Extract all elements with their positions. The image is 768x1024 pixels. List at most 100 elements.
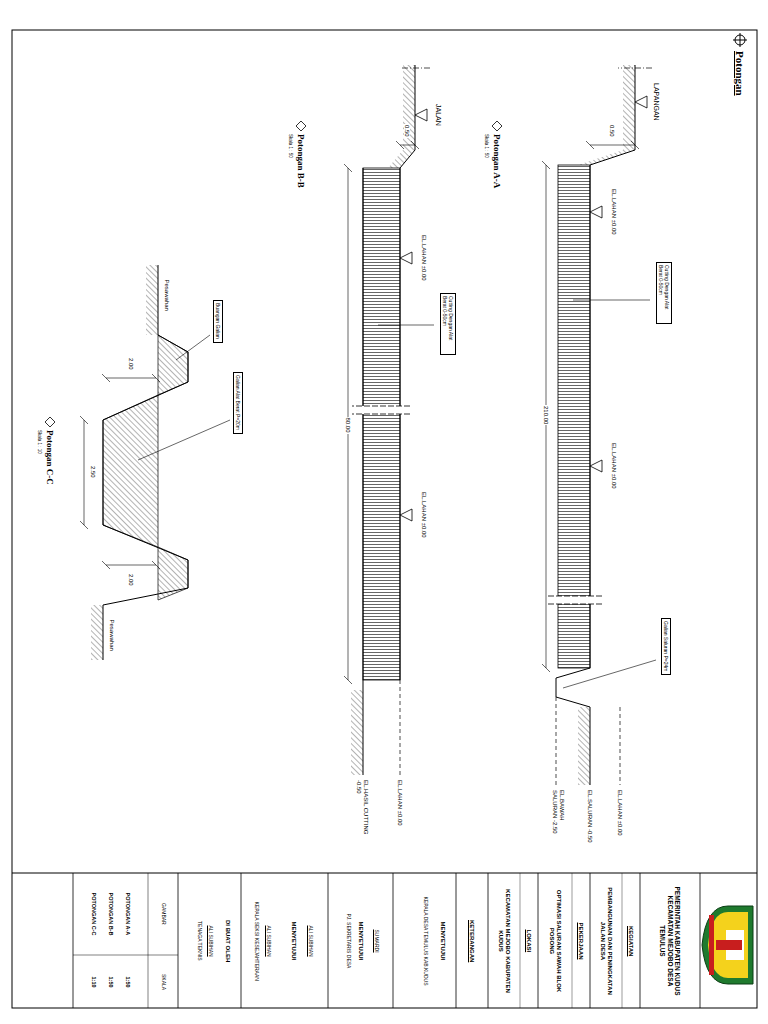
section-c-c-part [158, 547, 188, 600]
table-cell: SKALA [160, 973, 166, 991]
signatory-name: ALI SUBIHAN [207, 925, 213, 958]
section-b-b-part [354, 406, 408, 414]
section-c-c-part [102, 374, 110, 382]
elevation-label: EL.LAHAN ±0.00 [611, 442, 618, 490]
title-block-heading: LOKASI [526, 929, 533, 954]
section-b-b-part [296, 121, 306, 131]
approval-heading: MENYETUJUI [291, 921, 298, 962]
section-a-a-part [631, 141, 639, 149]
section-a-a-part [542, 161, 550, 169]
section-a-a-part [578, 65, 635, 165]
title-block-heading: KEGIATAN [628, 925, 635, 957]
section-c-c-part [152, 374, 160, 382]
title-block-grid-part [73, 955, 178, 956]
sheet-frame-part [12, 30, 757, 1008]
callout-text: Galian Saluran P=24m [663, 621, 669, 672]
elevation-label: EL.LAHAN ±0.00 [421, 491, 428, 539]
section-c-c-part [80, 416, 88, 424]
level-label: JALAN [434, 103, 442, 127]
area-label: Pesawahan [109, 619, 116, 652]
scale-note: Skala 1 : 50 [484, 133, 489, 159]
callout-box: Galian Alat Berat P=20m [233, 372, 243, 434]
title-block-grid-part [538, 873, 539, 1008]
callout-box: Cutting Dengan Alat Berat 0-50cm [440, 293, 456, 355]
section-a-a [492, 65, 656, 785]
title-block-grid-part [148, 873, 149, 1008]
section-b-b-part [378, 325, 434, 326]
section-title: Potongan A-A [492, 133, 502, 189]
section-a-a-part [558, 165, 590, 668]
section-c-c-part [103, 395, 158, 547]
level-label: LAPANGAN [652, 82, 660, 122]
section-b-b-part [411, 141, 419, 149]
elevation-label: EL.LAHAN ±0.00 [397, 779, 404, 827]
dimension: 210.00 [543, 405, 550, 425]
regency-logo [702, 906, 753, 984]
section-b-b [296, 65, 434, 775]
section-b-b-part [400, 680, 401, 775]
dimension: 0.50 [609, 124, 616, 138]
section-a-a-part [590, 460, 602, 472]
section-c-c-part [102, 561, 110, 569]
section-b-b-part [396, 141, 404, 149]
title-block-grid-part [572, 873, 573, 1008]
section-a-a-part [556, 65, 635, 785]
dimension: 2.00 [128, 573, 135, 587]
approval-role: KEPALA SEKSI KESEJAHTERAAN [253, 901, 259, 982]
table-cell: GAMBAR [160, 902, 166, 926]
section-a-a-part [590, 206, 602, 218]
section-a-a-part [542, 664, 550, 672]
section-c-c-part [45, 417, 55, 427]
title-block-grid-part [640, 873, 641, 1008]
section-b-b-part [415, 109, 427, 121]
callout-text: Buangan Galian [215, 303, 221, 340]
section-b-b-part [352, 406, 410, 407]
elevation-label: EL.LAHAN ±0.00 [617, 789, 624, 837]
table-cell: 1:10 [91, 976, 97, 989]
section-c-c-part [152, 561, 160, 569]
section-c-c-part [146, 265, 158, 335]
title-block-grid-part [590, 873, 591, 1008]
dimension: 80.00 [345, 417, 352, 434]
approval-heading: MENYETUJUI [440, 921, 447, 962]
title-block-grid-part [328, 873, 329, 1008]
table-cell: 1:50 [108, 976, 114, 989]
title-block-grid-part [488, 873, 489, 1008]
section-a-a-part [546, 604, 602, 605]
title-block-heading: KETERANGAN [469, 919, 476, 963]
table-cell: 1:50 [125, 976, 131, 989]
regency-logo-part [702, 906, 753, 984]
elevation-label: EL.SALURAN -0.50 [587, 789, 594, 844]
section-b-b-part [400, 65, 415, 680]
signatory-name: ALI SUBIHAN [307, 925, 313, 958]
approval-role: KEPALA DESA TEMULUS KAB.KUDUS [422, 896, 428, 987]
title-block-value: PEMBANGUNAN DAN PENINGKATAN JALAN DESA [599, 880, 613, 1002]
section-b-b-part [351, 690, 363, 775]
section-a-a-part [578, 707, 590, 785]
title-block-grid-part [456, 873, 457, 1008]
area-label: Pesawahan [164, 279, 171, 312]
section-a-a-part [618, 68, 652, 69]
signatory-name: ALI SUBIHAN [265, 925, 271, 958]
title-block-heading: PEKERJAAN [578, 922, 585, 961]
title-block-grid-part [700, 873, 701, 1008]
scale-note: Skala 1 : 10 [37, 429, 42, 455]
callout-text: Cutting Dengan Alat Berat 0-50cm [658, 265, 670, 321]
section-a-a-part [556, 697, 557, 785]
signatory-name: SUMARDI [373, 929, 379, 954]
table-cell: POTONGAN A-A [125, 892, 131, 937]
section-a-a-part [546, 596, 602, 597]
dimension: 0.50 [404, 124, 411, 138]
section-c-c-part [106, 378, 156, 379]
section-c-c-part [91, 605, 103, 660]
section-c-c-part [84, 420, 85, 525]
section-b-b-part [388, 65, 415, 168]
section-a-a-part [635, 96, 647, 108]
dimension: 2.50 [90, 465, 97, 479]
title-block-grid-part [178, 873, 179, 1008]
dimension: 2.00 [128, 357, 135, 371]
section-a-a-part [548, 596, 600, 604]
section-c-c [45, 265, 230, 660]
